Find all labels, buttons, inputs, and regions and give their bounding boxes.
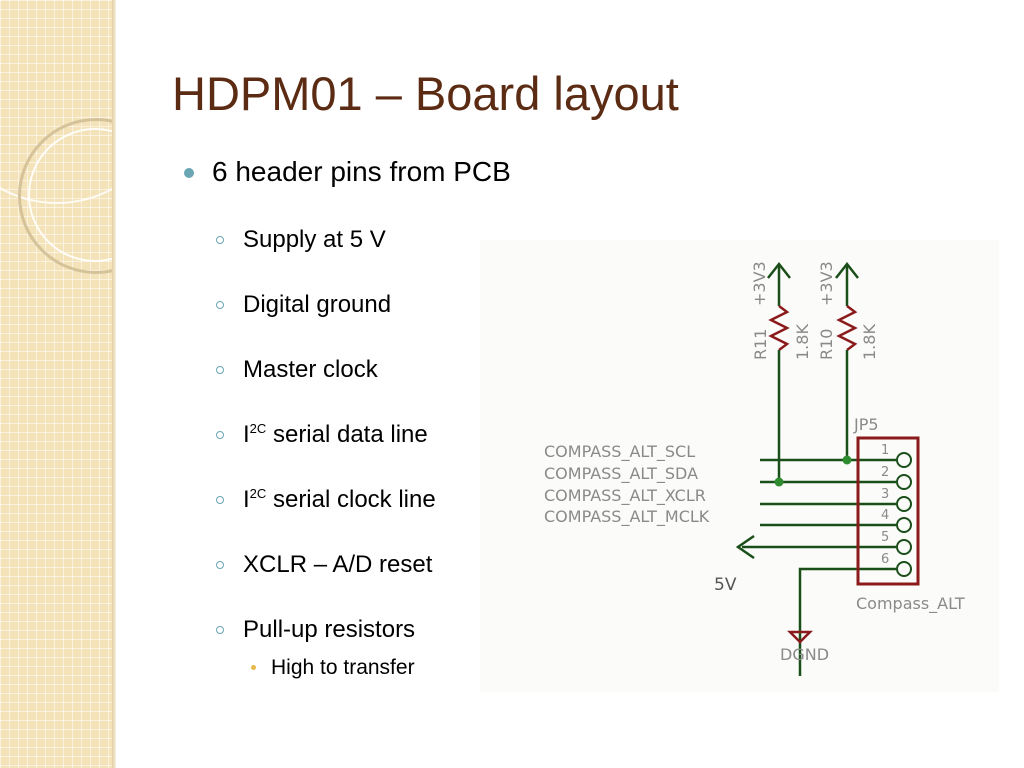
schematic-image: +3V3 +3V3 R11 1.8K R10 1.8K (480, 240, 999, 692)
resistor-r11-value: 1.8K (793, 324, 812, 360)
supply-5v-arrow (735, 534, 755, 560)
signal-label-sda: COMPASS_ALT_SDA (544, 464, 698, 484)
supply-label-1: +3V3 (750, 261, 769, 306)
signal-label-scl: COMPASS_ALT_SCL (544, 442, 695, 462)
sub-bullet-marker (216, 301, 224, 309)
i2c-prefix: I (243, 486, 250, 513)
i2c-superscript: 2C (249, 421, 267, 436)
supply-5v-label: 5V (714, 575, 737, 595)
sub-bullet-marker (216, 431, 224, 439)
pin-number-6: 6 (881, 552, 889, 567)
pin-number-2: 2 (881, 465, 889, 480)
bullet-main: 6 header pins from PCB (212, 156, 511, 187)
pin-number-3: 3 (881, 487, 889, 502)
decorative-side-band (0, 0, 112, 768)
slide-title: HDPM01 – Board layout (172, 67, 679, 120)
resistor-r11-name: R11 (751, 329, 770, 360)
sub-bullet-label: serial data line (272, 421, 428, 448)
sub-bullet-clock: Master clock (243, 356, 378, 383)
signal-label-xclr: COMPASS_ALT_XCLR (544, 486, 706, 506)
resistor-r11 (768, 305, 790, 351)
side-band-edge (112, 0, 116, 768)
sub-bullet-marker (216, 236, 224, 244)
pin-number-1: 1 (881, 443, 889, 458)
supply-arrow-2 (835, 261, 859, 306)
supply-label-2: +3V3 (817, 261, 836, 306)
sub-sub-bullet-marker (251, 665, 256, 670)
pullup-wires (777, 350, 849, 482)
i2c-superscript: 2C (249, 486, 267, 501)
sub-bullet-ground: Digital ground (243, 291, 392, 318)
sub-bullet-marker (216, 496, 224, 504)
connector-part-label: Compass_ALT (856, 594, 965, 614)
sub-bullet-marker (216, 626, 224, 634)
sub-bullet-marker (216, 366, 224, 374)
signal-label-mclk: COMPASS_ALT_MCLK (544, 507, 710, 527)
junction-dot (842, 455, 852, 465)
bullet-dot (184, 168, 194, 178)
pin-number-5: 5 (881, 530, 889, 545)
i2c-prefix: I (243, 421, 250, 448)
ground-symbol (786, 630, 814, 644)
resistor-r10 (836, 305, 858, 351)
sub-bullet-xclr: XCLR – A/D reset (243, 551, 433, 578)
connector-name: JP5 (853, 415, 879, 434)
resistor-r10-value: 1.8K (860, 324, 879, 360)
sub-bullet-marker (216, 561, 224, 569)
junction-dot (774, 477, 784, 487)
sub-sub-bullet-transfer: High to transfer (271, 656, 415, 679)
sub-bullet-label: serial clock line (272, 486, 436, 513)
pin-number-4: 4 (881, 508, 889, 523)
resistor-r10-name: R10 (817, 329, 836, 360)
sub-bullet-supply: Supply at 5 V (243, 226, 386, 253)
sub-bullet-pullup: Pull-up resistors (243, 616, 416, 643)
connector-pins (896, 452, 912, 577)
sub-bullet-i2c-clock: I2C serial clock line (243, 486, 436, 514)
supply-arrow-1 (767, 261, 791, 306)
sub-bullet-i2c-data: I2C serial data line (243, 421, 428, 449)
signal-wires (742, 458, 896, 676)
ground-label: DGND (780, 645, 829, 664)
connector-body (856, 436, 920, 586)
